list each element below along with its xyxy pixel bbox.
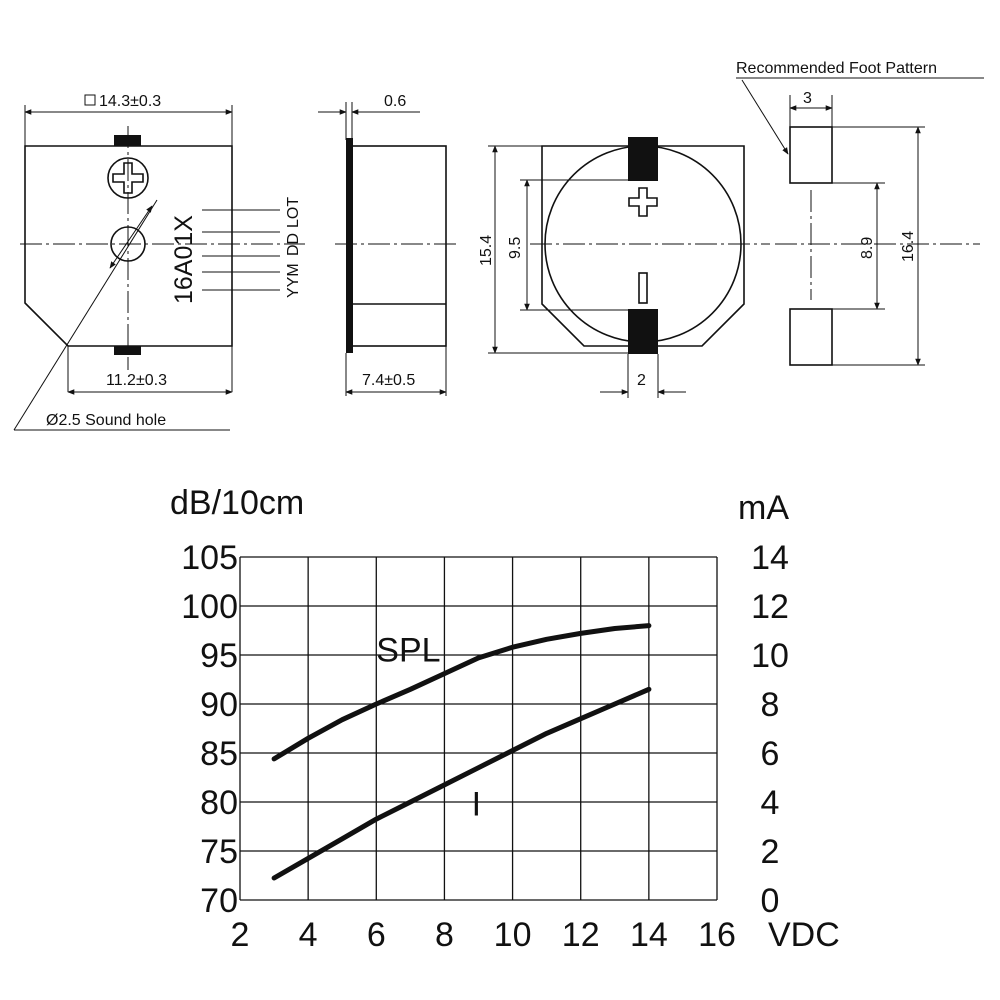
bottom-view: + - 15.4 9.5 2 <box>0 0 770 398</box>
side-view: 0.6 7.4±0.5 <box>318 93 460 396</box>
left-y-tick-label: 90 <box>200 686 238 724</box>
pin-span-dim: 9.5 <box>507 237 524 259</box>
pattern-total-dim: 16.4 <box>900 231 917 262</box>
left-y-tick-label: 80 <box>200 784 238 822</box>
minus-label: - <box>0 0 1 1</box>
series: SPL I <box>271 623 652 881</box>
negative-pad <box>628 309 658 354</box>
marking-field-lot: LOT <box>285 197 302 228</box>
right-y-tick-label: 4 <box>761 784 780 822</box>
positive-pad <box>628 137 658 181</box>
plus-sign-icon <box>628 187 658 217</box>
pad-width-dim: 3 <box>803 90 812 107</box>
front-width-dim: 14.3±0.3 <box>99 93 161 110</box>
x-axis-unit: VDC <box>768 916 840 954</box>
series-line-spl <box>271 623 652 762</box>
side-thickness-dim: 0.6 <box>384 93 406 110</box>
series-label-spl: SPL <box>376 631 440 669</box>
plus-sign-icon <box>112 162 144 194</box>
marking-field-yym: YYM <box>285 263 302 298</box>
left-y-tick-label: 85 <box>200 735 238 773</box>
x-tick-label: 8 <box>435 916 454 954</box>
sound-hole-leader <box>13 199 158 431</box>
side-body-outline <box>351 145 447 347</box>
foot-pattern-view: Recommended Foot Pattern 3 8.9 16.4 <box>736 60 984 366</box>
top-foot-pad <box>789 126 833 184</box>
pad-gap-dim: 8.9 <box>859 237 876 259</box>
left-y-tick-label: 105 <box>181 539 238 577</box>
right-y-tick-label: 14 <box>751 539 789 577</box>
tick-labels: 2 4 6 8 10 12 14 16 70 75 80 85 90 95 100 105 0 2 4 6 8 10 12 1… <box>181 539 789 954</box>
right-y-tick-label: 10 <box>751 637 789 675</box>
pin-width-dim: 2 <box>637 372 646 389</box>
front-bottom-dim: 11.2±0.3 <box>106 372 167 389</box>
minus-sign-icon <box>638 272 648 304</box>
left-axis-unit: dB/10cm <box>170 484 304 522</box>
x-tick-label: 2 <box>231 916 250 954</box>
side-flange <box>346 138 353 353</box>
x-tick-label: 12 <box>562 916 600 954</box>
bottom-foot-pad <box>789 308 833 366</box>
bottom-body-outline <box>541 145 745 347</box>
square-symbol-icon <box>84 94 96 106</box>
x-tick-label: 10 <box>494 916 532 954</box>
grid <box>239 556 718 901</box>
right-y-tick-label: 12 <box>751 588 789 626</box>
plus-circle-icon <box>107 157 149 199</box>
sound-hole-label: Ø2.5 Sound hole <box>46 412 166 429</box>
foot-pattern-title: Recommended Foot Pattern <box>736 60 937 77</box>
right-axis-unit: mA <box>738 489 789 527</box>
series-line-i <box>271 686 652 881</box>
right-y-tick-label: 8 <box>761 686 780 724</box>
bottom-height-dim: 15.4 <box>478 235 495 266</box>
right-y-tick-label: 2 <box>761 833 780 871</box>
left-y-tick-label: 100 <box>181 588 238 626</box>
marking-field-dd: DD <box>285 233 302 256</box>
right-y-tick-label: 6 <box>761 735 780 773</box>
side-depth-dim: 7.4±0.5 <box>362 372 415 389</box>
left-y-tick-label: 70 <box>200 882 238 920</box>
x-tick-label: 6 <box>367 916 386 954</box>
series-label-i: I <box>472 786 481 824</box>
front-body-outline <box>24 145 233 347</box>
right-y-tick-label: 0 <box>761 882 780 920</box>
x-tick-label: 14 <box>630 916 668 954</box>
left-y-tick-label: 75 <box>200 833 238 871</box>
x-tick-label: 16 <box>698 916 736 954</box>
left-y-tick-label: 95 <box>200 637 238 675</box>
part-marking: 16A01X <box>170 215 198 304</box>
front-view: 14.3±0.3 16A01X LOT DD YYM 11.2±0.3 Ø2.5… <box>13 93 305 431</box>
x-tick-label: 4 <box>299 916 318 954</box>
plus-label: + <box>0 0 1 1</box>
